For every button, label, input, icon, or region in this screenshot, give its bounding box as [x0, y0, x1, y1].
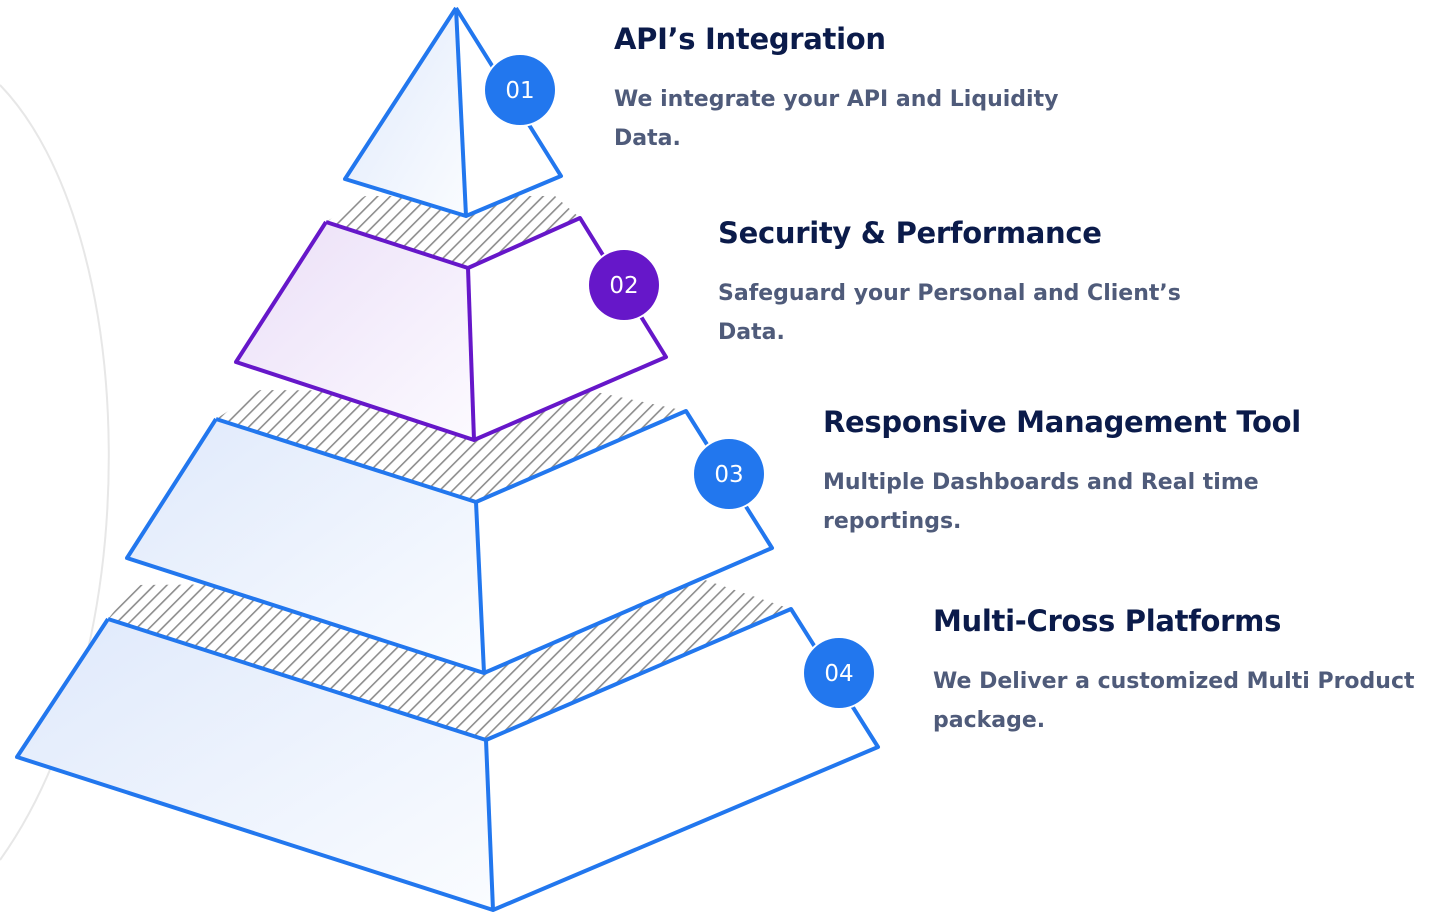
step-description-01: We integrate your API and Liquidity Data… — [614, 87, 1059, 151]
step-number-02: 02 — [609, 273, 638, 299]
tier-01-left-face — [345, 8, 466, 216]
tier-03-left-face — [127, 419, 484, 673]
step-badge-03: 03 — [692, 437, 766, 511]
pyramid-tier-01 — [343, 6, 563, 218]
tier-04-right-face — [486, 609, 878, 910]
tier-02-right-face — [468, 218, 666, 440]
step-number-01: 01 — [505, 78, 534, 104]
tier-04-left-face — [17, 619, 493, 910]
step-badge-02: 02 — [587, 248, 661, 322]
step-number-04: 04 — [824, 661, 853, 687]
step-description-04: We Deliver a customized Multi Product pa… — [933, 669, 1415, 733]
pyramid-tier-02 — [234, 196, 668, 442]
step-description-03: Multiple Dashboards and Real time report… — [823, 470, 1259, 534]
tier-02-left-face — [236, 222, 474, 440]
tier-03-hatch — [216, 390, 686, 502]
step-title-04: Multi-Cross Platforms — [933, 604, 1282, 638]
tier-02-hatch — [326, 196, 580, 268]
step-badge-01: 01 — [483, 53, 557, 127]
tier-01-edge — [454, 7, 468, 217]
step-title-01: API’s Integration — [614, 22, 886, 56]
step-number-03: 03 — [714, 462, 743, 488]
step-title-03: Responsive Management Tool — [823, 405, 1301, 439]
step-title-02: Security & Performance — [718, 216, 1102, 250]
tier-02-edge — [466, 267, 476, 441]
tier-04-edge — [484, 739, 495, 911]
step-description-02: Safeguard your Personal and Client’s Dat… — [718, 281, 1181, 345]
step-badge-04: 04 — [802, 636, 876, 710]
tier-03-edge — [474, 501, 486, 674]
